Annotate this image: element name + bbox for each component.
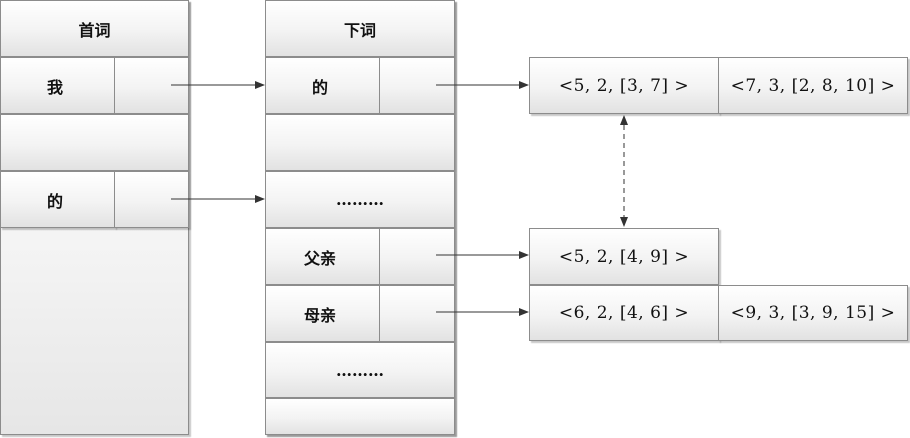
next-word-row-5-pointer <box>379 285 455 342</box>
next-word-row-4: 父亲 <box>265 228 380 285</box>
first-word-row-3: 的 <box>0 171 115 228</box>
first-word-header: 首词 <box>0 0 189 57</box>
next-word-row-6: ……… <box>265 342 455 398</box>
next-word-row-1: 的 <box>265 57 380 114</box>
next-word-row-3: ……… <box>265 171 455 228</box>
next-word-row-7 <box>265 398 455 435</box>
next-word-header: 下词 <box>265 0 455 57</box>
next-word-row-4-pointer <box>379 228 455 285</box>
posting-a-2: <7, 3, [2, 8, 10] > <box>718 57 908 114</box>
posting-a-1: <5, 2, [3, 7] > <box>529 57 719 114</box>
next-word-row-2 <box>265 114 455 171</box>
posting-c-2: <9, 3, [3, 9, 15] > <box>718 285 908 341</box>
posting-c-1: <6, 2, [4, 6] > <box>529 285 719 341</box>
posting-b-1: <5, 2, [4, 9] > <box>529 228 719 285</box>
first-word-row-2 <box>0 114 189 171</box>
next-word-row-5: 母亲 <box>265 285 380 342</box>
